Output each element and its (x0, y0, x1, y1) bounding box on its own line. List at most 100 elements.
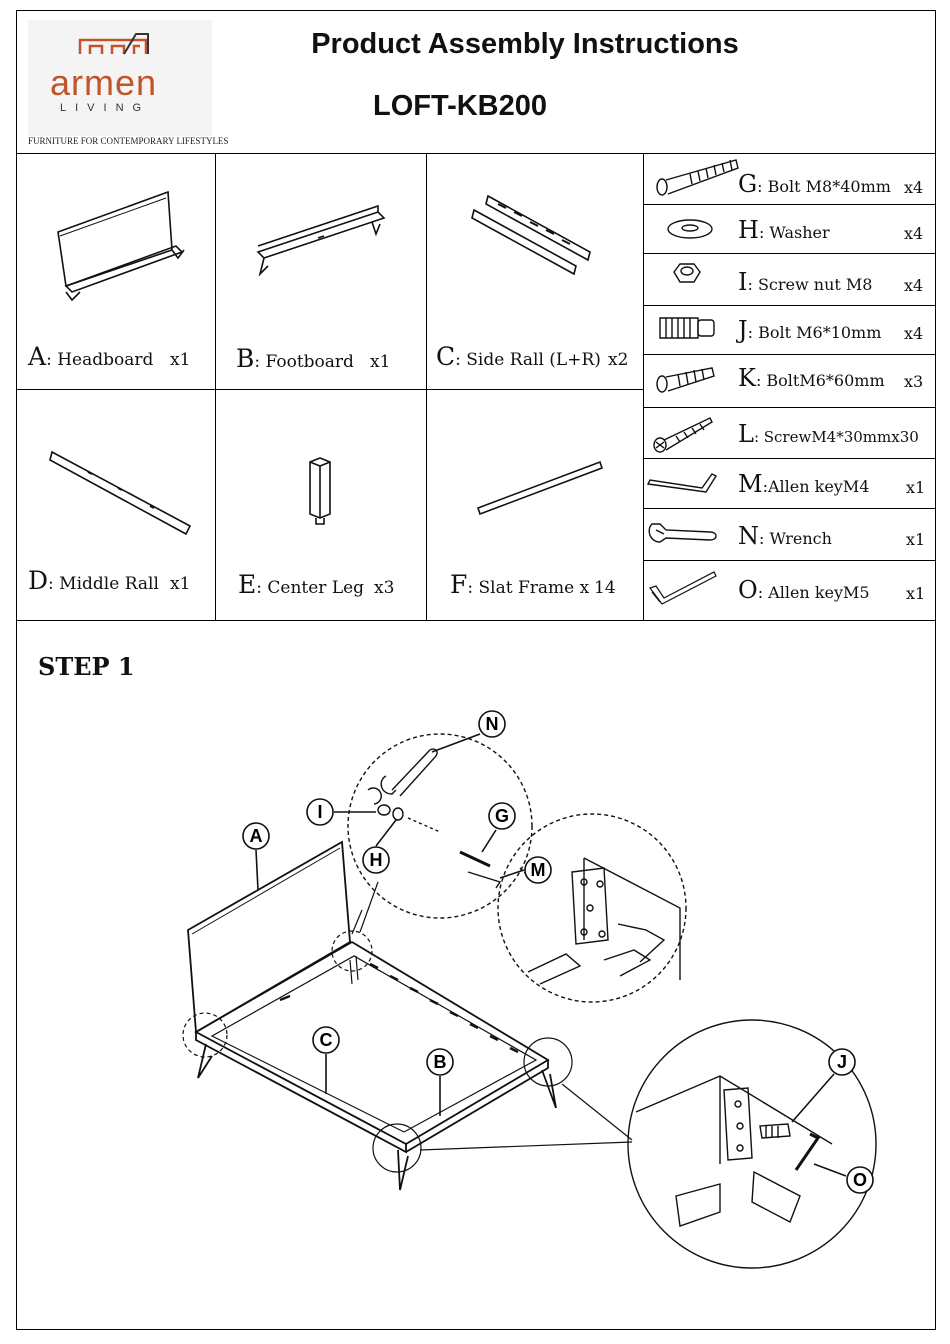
logo-mark-icon (78, 33, 149, 55)
part-caption-D: D: Middle Rall x1 (28, 566, 190, 595)
callout-label-B: B (434, 1052, 447, 1072)
callout-label-G: G (495, 806, 509, 826)
parts-row-divider (16, 389, 643, 390)
part-name: : Middle Rall (48, 574, 159, 594)
hardware-qty-O: x1 (906, 584, 926, 603)
footboard-illustration (256, 204, 386, 277)
hw-divider (643, 354, 936, 355)
part-caption-B: B: Footboard x1 (236, 344, 390, 373)
hardware-caption-L: L: ScrewM4*30mmx30 (738, 420, 919, 448)
allen-key-m5-icon (649, 571, 717, 605)
hw-name: :Allen keyM4 (762, 477, 870, 496)
hardware-caption-N: N: Wrench (738, 522, 832, 550)
hardware-caption-I: I: Screw nut M8 (738, 268, 872, 296)
part-qty: x1 (170, 574, 191, 594)
part-letter: F (450, 570, 468, 599)
callout-label-H: H (370, 850, 383, 870)
part-name: : Center Leg (256, 578, 365, 598)
step-title: STEP 1 (38, 652, 135, 681)
hw-divider (643, 560, 936, 561)
slat-illustration (476, 460, 604, 516)
part-qty: x1 (370, 352, 391, 372)
hw-name: : Screw nut M8 (747, 275, 873, 294)
hw-name: : Wrench (759, 529, 832, 548)
hw-divider (643, 253, 936, 254)
page-frame (16, 10, 936, 1330)
part-letter: E (238, 570, 257, 599)
part-caption-E: E: Center Leg x3 (238, 570, 394, 599)
hw-divider (643, 508, 936, 509)
callout-A (242, 822, 270, 891)
part-letter: D (28, 566, 49, 595)
hw-letter: M (738, 470, 763, 498)
hw-name: : ScrewM4*30mmx30 (753, 428, 919, 446)
washer-icon (667, 219, 713, 239)
bolt-m6-short-icon (659, 317, 715, 339)
parts-bottom-divider (16, 620, 936, 621)
bolt-m8-icon (656, 159, 739, 196)
hw-divider (643, 204, 936, 205)
detail-circle-nut (347, 733, 533, 919)
step1-bed-diagram (182, 840, 573, 1191)
callout-H (362, 819, 397, 874)
callout-label-A: A (250, 826, 263, 846)
detail-circle-bolt (459, 813, 687, 1003)
brand-tagline: FURNITURE FOR CONTEMPORARY LIFESTYLES (28, 136, 229, 146)
col-divider-1 (215, 153, 216, 620)
callout-N (431, 710, 506, 753)
part-qty: x3 (374, 578, 395, 598)
hardware-qty-M: x1 (906, 478, 926, 497)
allen-key-m4-icon (646, 473, 718, 493)
col-divider-3 (643, 153, 644, 620)
hw-letter: J (738, 316, 748, 344)
hw-letter: L (738, 420, 754, 448)
hw-letter: N (738, 522, 759, 550)
part-qty: 14 (594, 578, 616, 598)
hardware-qty-J: x4 (904, 324, 924, 343)
hw-name: : Bolt M8*40mm (757, 177, 891, 196)
part-caption-F: F: Slat Frame x 14 (450, 570, 616, 599)
callout-O (813, 1163, 874, 1194)
part-name: : Slat Frame x (467, 578, 590, 598)
hardware-caption-H: H: Washer (738, 216, 830, 244)
screw-icon (653, 417, 713, 453)
hw-divider (643, 458, 936, 459)
part-letter: A (28, 342, 47, 371)
center-leg-illustration (309, 457, 331, 525)
hw-divider (643, 305, 936, 306)
callout-label-M: M (531, 860, 546, 880)
detail-circle-j-bolt (627, 1019, 877, 1269)
hw-letter: I (738, 268, 748, 296)
hardware-caption-J: J: Bolt M6*10mm (738, 316, 881, 344)
brand-logo (28, 20, 212, 136)
callout-label-J: J (837, 1052, 847, 1072)
part-name: : Side Rall (L+R) (455, 350, 601, 370)
callout-label-N: N (486, 714, 499, 734)
hardware-caption-M: M:Allen keyM4 (738, 470, 869, 498)
nut-icon (673, 263, 701, 283)
callout-label-C: C (320, 1030, 333, 1050)
wrench-icon (648, 523, 717, 543)
callout-J (791, 1048, 856, 1123)
part-caption-A: A: Headboard x1 (28, 342, 190, 371)
hardware-qty-N: x1 (906, 530, 926, 549)
callout-G (481, 802, 516, 853)
hardware-qty-K: x3 (904, 372, 924, 391)
part-qty: x1 (170, 350, 191, 370)
part-qty: x2 (608, 350, 629, 370)
part-caption-C: C: Side Rall (L+R) x2 (436, 342, 628, 371)
hardware-caption-K: K: BoltM6*60mm (738, 364, 885, 392)
hw-name: : Allen keyM5 (757, 583, 870, 602)
hardware-qty-H: x4 (904, 224, 924, 243)
detail-connectors (351, 881, 633, 1151)
hardware-qty-I: x4 (904, 276, 924, 295)
headboard-illustration (57, 190, 185, 302)
callout-C (312, 1026, 340, 1094)
callout-M (499, 856, 552, 884)
bolt-m6-long-icon (656, 367, 715, 393)
part-letter: C (436, 342, 456, 371)
callout-I (306, 798, 376, 826)
page-title: Product Assembly Instructions (311, 28, 739, 60)
model-number: LOFT-KB200 (372, 90, 548, 122)
hardware-caption-G: G: Bolt M8*40mm (738, 170, 891, 198)
